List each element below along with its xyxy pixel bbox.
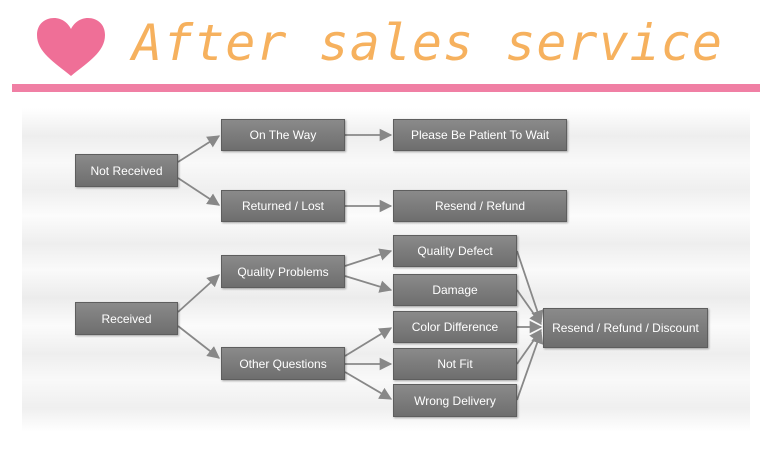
node-returned-lost: Returned / Lost [221,190,345,222]
node-received: Received [75,302,178,335]
node-resend-refund-discount: Resend / Refund / Discount [543,308,708,348]
node-other-questions: Other Questions [221,347,345,380]
node-wrong-delivery: Wrong Delivery [393,384,517,417]
node-please-be-patient: Please Be Patient To Wait [393,119,567,151]
node-resend-refund: Resend / Refund [393,190,567,222]
node-not-received: Not Received [75,154,178,187]
node-not-fit: Not Fit [393,348,517,380]
node-damage: Damage [393,274,517,306]
node-quality-defect: Quality Defect [393,235,517,267]
heart-icon [37,18,105,76]
node-color-difference: Color Difference [393,311,517,343]
title-divider [12,84,760,92]
node-quality-problems: Quality Problems [221,255,345,288]
page-title: After sales service [132,14,723,72]
node-on-the-way: On The Way [221,119,345,151]
